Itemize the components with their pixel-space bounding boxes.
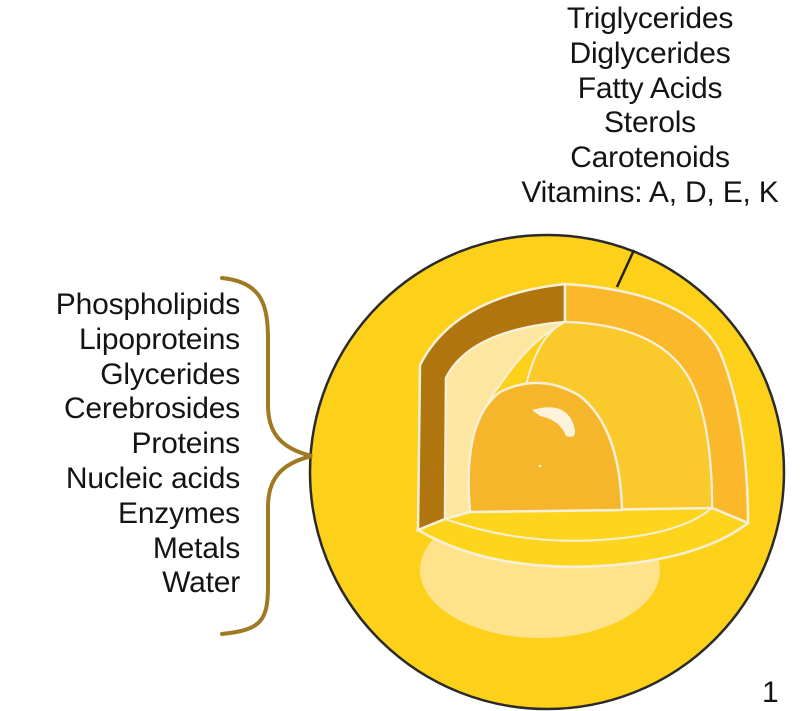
label-carotenoids: Carotenoids — [500, 141, 800, 176]
label-phospholipids: Phospholipids — [0, 288, 240, 323]
label-metals: Metals — [0, 532, 240, 567]
page-number: 1 — [762, 676, 779, 710]
label-triglycerides: Triglycerides — [500, 2, 800, 37]
label-sterols: Sterols — [500, 106, 800, 141]
label-vitamins: Vitamins: A, D, E, K — [500, 176, 800, 211]
label-nucleic-acids: Nucleic acids — [0, 462, 240, 497]
label-water: Water — [0, 566, 240, 601]
outer-layer-label-list: Triglycerides Diglycerides Fatty Acids S… — [500, 2, 800, 211]
label-lipoproteins: Lipoproteins — [0, 323, 240, 358]
label-enzymes: Enzymes — [0, 497, 240, 532]
label-fatty-acids: Fatty Acids — [500, 72, 800, 107]
label-cerebrosides: Cerebrosides — [0, 392, 240, 427]
nucleolus-center-dot — [539, 465, 542, 468]
label-proteins: Proteins — [0, 427, 240, 462]
label-glycerides: Glycerides — [0, 358, 240, 393]
label-diglycerides: Diglycerides — [500, 37, 800, 72]
inner-content-label-list: Phospholipids Lipoproteins Glycerides Ce… — [0, 288, 240, 601]
